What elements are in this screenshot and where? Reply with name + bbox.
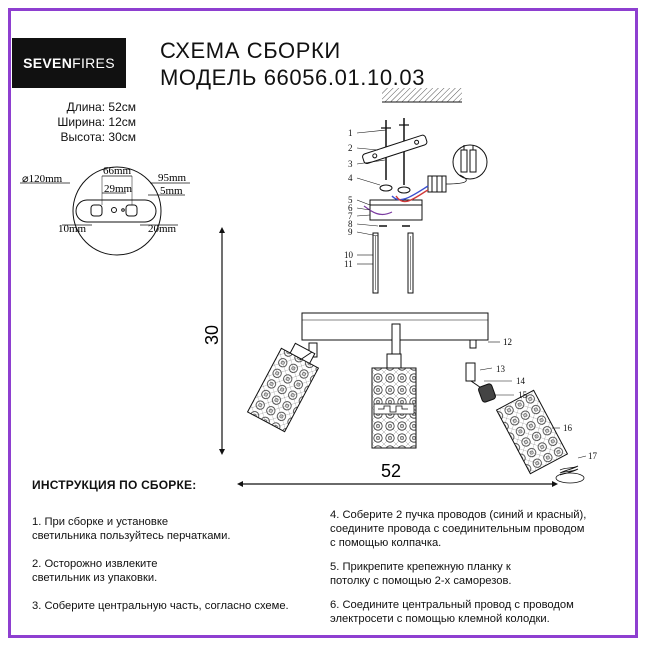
part-number-14: 14 (516, 376, 526, 386)
height-label: 30 (202, 325, 222, 345)
part-number-11: 11 (344, 259, 353, 269)
instruction-5-line2: потолку с помощью 2-х саморезов. (330, 575, 512, 587)
brand-part2: FIRES (72, 55, 115, 71)
page-frame (8, 8, 638, 638)
dim-d5: 5mm (160, 185, 183, 197)
mounting-assembly (362, 118, 488, 294)
instruction-1-line2: светильника пользуйтесь перчатками. (32, 530, 231, 542)
dim-d10: 10mm (58, 223, 87, 235)
instruction-4-line2: соедините провода с соединительным прово… (330, 523, 585, 535)
instruction-4-line3: с помощью колпачка. (330, 537, 442, 549)
instruction-6-line1: 6. Соедините центральный провод с провод… (330, 599, 574, 611)
dim-d29: 29mm (104, 183, 133, 195)
base-circle (72, 166, 162, 256)
dim-d120: ⌀120mm (22, 173, 63, 185)
part-number-3: 3 (348, 159, 353, 169)
main-bar (301, 312, 489, 358)
instructions-heading: ИНСТРУКЦИЯ ПО СБОРКЕ: (32, 478, 197, 492)
part-number-16: 16 (563, 423, 573, 433)
part-number-8: 8 (348, 219, 353, 229)
base-detail (20, 166, 190, 256)
shade-center (371, 353, 417, 449)
part-number-4: 4 (348, 173, 353, 183)
part-number-2: 2 (348, 143, 353, 153)
wire-red (395, 189, 429, 203)
width-label: 52 (381, 461, 401, 481)
shade-right (495, 389, 569, 475)
shade-right-socket (465, 362, 496, 403)
brand-part1: SEVEN (23, 55, 73, 71)
title-line1: СХЕМА СБОРКИ (160, 38, 341, 63)
ceiling-hatch (382, 88, 462, 102)
instruction-4: 4. Соберите 2 пучка проводов (синий и кр… (330, 508, 586, 550)
dim-length: Длина: 52см (66, 100, 136, 114)
instruction-5-line1: 5. Прикрепите крепежную планку к (330, 561, 511, 573)
wire-blue (391, 185, 429, 201)
dim-d95: 95mm (158, 172, 187, 184)
instruction-2-line1: 2. Осторожно извлеките (32, 558, 158, 570)
part-number-17: 17 (588, 451, 598, 461)
dim-d66: 66mm (103, 165, 132, 177)
part-number-6: 6 (348, 203, 353, 213)
dim-height: Высота: 30см (60, 130, 136, 144)
page-title: СХЕМА СБОРКИ МОДЕЛЬ 66056.01.10.03 (160, 37, 425, 91)
bulb (555, 465, 585, 484)
part-number-1: 1 (348, 128, 353, 138)
instruction-6: 6. Соедините центральный провод с провод… (330, 598, 574, 626)
instruction-1-line1: 1. При сборке и установке (32, 516, 169, 528)
instruction-1: 1. При сборке и установке светильника по… (32, 515, 230, 543)
instruction-3: 3. Соберите центральную часть, согласно … (32, 599, 289, 613)
part-number-12: 12 (503, 337, 512, 347)
dim-d20: 20mm (148, 223, 177, 235)
part-number-9: 9 (348, 227, 353, 237)
instruction-5: 5. Прикрепите крепежную планку к потолку… (330, 560, 512, 588)
shade-left (246, 342, 320, 433)
dimensions-block: Длина: 52см Ширина: 12см Высота: 30см (0, 100, 136, 145)
instruction-2: 2. Осторожно извлеките светильник из упа… (32, 557, 157, 585)
instruction-3-line1: 3. Соберите центральную часть, согласно … (32, 600, 289, 612)
part-number-15: 15 (518, 390, 528, 400)
instruction-2-line2: светильник из упаковки. (32, 572, 158, 584)
part-number-13: 13 (496, 364, 506, 374)
part-number-10: 10 (344, 250, 354, 260)
title-line2: МОДЕЛЬ 66056.01.10.03 (160, 65, 426, 90)
instruction-4-line1: 4. Соберите 2 пучка проводов (синий и кр… (330, 509, 587, 521)
instruction-6-line2: электросети с помощью клемной колодки. (330, 613, 550, 625)
part-number-7: 7 (348, 211, 353, 221)
dim-width: Ширина: 12см (57, 115, 136, 129)
part-number-5: 5 (348, 195, 353, 205)
